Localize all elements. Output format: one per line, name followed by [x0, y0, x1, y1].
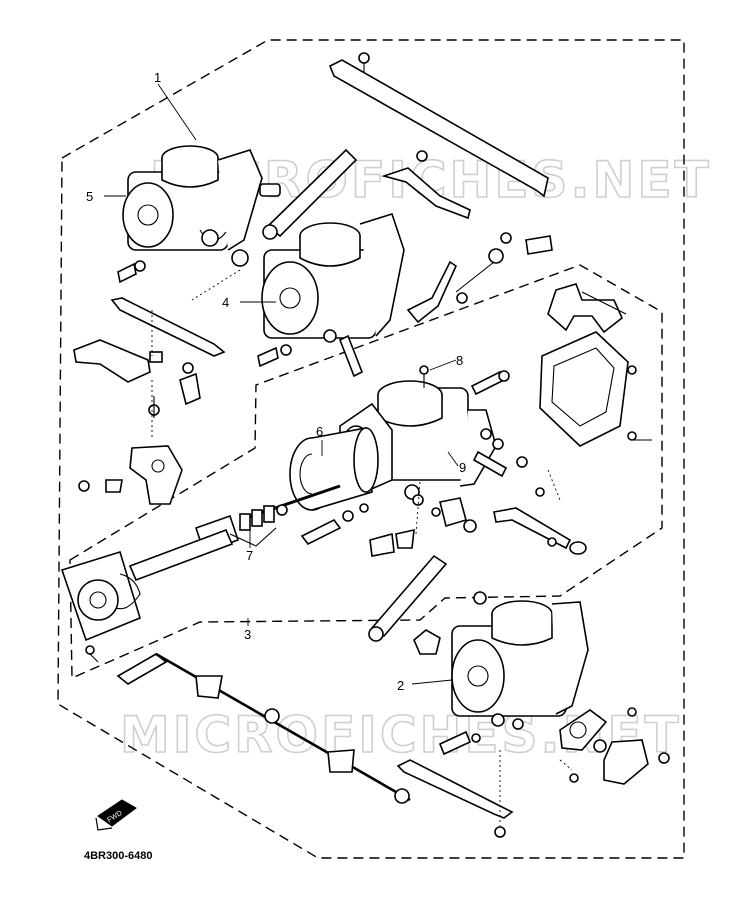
callout-5: 5	[86, 189, 93, 204]
callout-7: 7	[246, 548, 253, 563]
assembly-boundary-inner	[69, 264, 663, 680]
callout-6: 6	[316, 424, 323, 439]
carburetor-4	[257, 213, 405, 378]
sync-lever-left	[110, 297, 226, 357]
part-code: 4BR300-6480	[84, 850, 153, 862]
float-assembly	[547, 283, 623, 334]
callout-4: 4	[222, 295, 229, 310]
carburetor-5	[117, 145, 281, 284]
elbow-fitting	[603, 739, 649, 785]
connecting-tube-bottom	[370, 554, 448, 638]
callout-9: 9	[459, 460, 466, 475]
carburetor-2	[413, 591, 589, 730]
cam-bracket	[129, 445, 183, 505]
link-rod-top	[328, 59, 549, 198]
bottom-lever	[396, 759, 514, 819]
bracket-upper	[381, 167, 471, 220]
front-direction-badge: FWD	[95, 799, 137, 831]
float-bowl-cover	[539, 331, 629, 447]
callout-8: 8	[456, 353, 463, 368]
throttle-linkage-rod	[116, 653, 168, 685]
callout-1: 1	[154, 70, 161, 85]
callout-2: 2	[397, 678, 404, 693]
callout-3: 3	[244, 627, 251, 642]
balance-tube	[128, 528, 234, 582]
diaphragm-cover	[60, 550, 141, 642]
needle-jet	[493, 507, 572, 550]
